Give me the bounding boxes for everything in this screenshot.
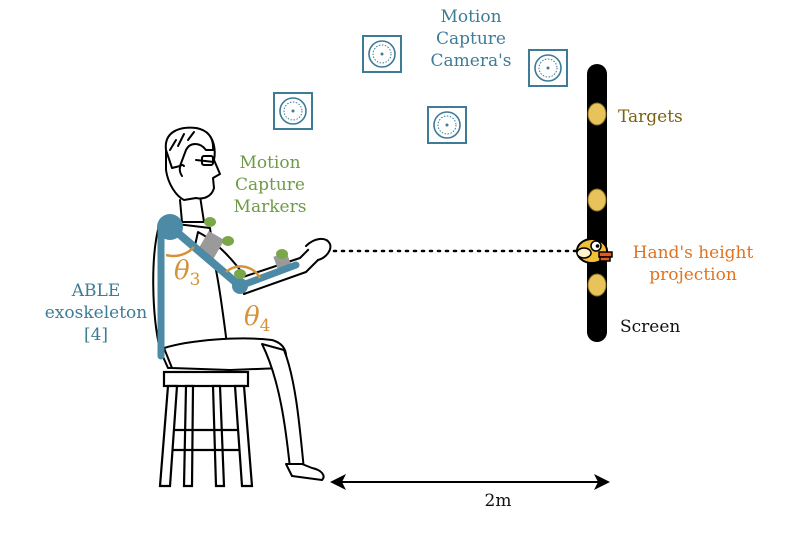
flappy-bird-icon — [576, 238, 613, 264]
camera-icon — [528, 49, 568, 87]
screen-label: Screen — [620, 317, 681, 337]
exoskeleton-label: ABLE exoskeleton [4] — [44, 281, 148, 345]
target-icon — [587, 273, 607, 297]
cameras-label: Motion Capture Camera's — [430, 7, 512, 71]
target-icon — [587, 102, 607, 126]
shoulder-joint — [157, 214, 183, 240]
motion-marker — [234, 269, 246, 279]
distance-arrow — [330, 474, 610, 490]
theta3-arc — [165, 246, 195, 258]
exoskeleton-frame — [157, 224, 300, 360]
elbow-joint — [232, 278, 248, 294]
camera-icon — [273, 92, 313, 130]
theta4-arc — [225, 265, 262, 279]
camera-icon — [362, 35, 402, 73]
motion-marker — [222, 236, 234, 246]
camera-icon — [427, 106, 467, 144]
markers-label: Motion Capture Markers — [233, 153, 307, 217]
theta4-label: θ4 — [244, 302, 271, 337]
projection-label: Hand's height projection — [632, 243, 754, 285]
motion-marker — [276, 249, 288, 259]
targets-label: Targets — [618, 107, 683, 127]
stool-icon — [158, 370, 254, 488]
motion-marker — [204, 217, 216, 227]
distance-label: 2m — [484, 491, 512, 511]
theta3-label: θ3 — [174, 256, 201, 291]
target-icon — [587, 188, 607, 212]
